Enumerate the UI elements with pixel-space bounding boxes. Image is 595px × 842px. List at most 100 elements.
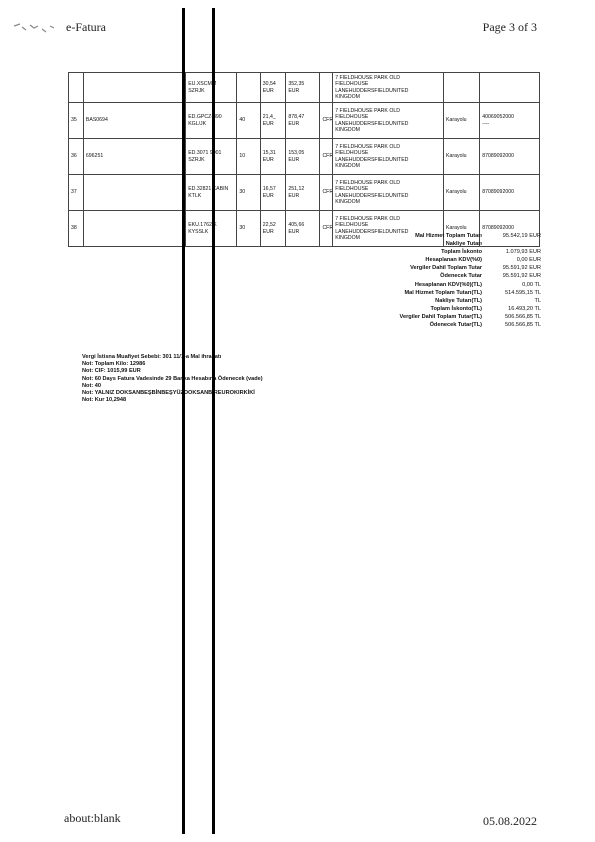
note-line: Not: Toplam Kilo: 12986	[82, 361, 146, 368]
cell-delivery-term: CFR	[319, 102, 334, 139]
total-row: Nakliye Tutarı	[400, 240, 541, 248]
document-title: e-Fatura	[66, 20, 106, 34]
cell-delivery-term: CFR	[319, 210, 334, 247]
total-label: Toplam İskonto	[441, 249, 482, 256]
total-row: Toplam İskonto(TL) 16.493,20 TL	[400, 305, 541, 313]
scan-bar-right	[212, 8, 215, 834]
cell-line-no: 35	[68, 102, 84, 139]
total-row: Mal Hizmet Toplam Tutarı(TL)514.595,15 T…	[400, 289, 541, 297]
cell-product-name: EU.XSCMM SZRJK	[185, 72, 238, 103]
cell-transport-mode: Karayolu	[443, 174, 481, 211]
cell-quantity: 10	[236, 138, 261, 175]
cell-quantity: 40	[236, 102, 261, 139]
notes-block: Vergi İstisna Muafiyet Sebebi: 301 11/1-…	[82, 354, 263, 404]
cell-line-amount: 878,47 EUR	[285, 102, 321, 139]
scan-bar-left	[182, 8, 185, 834]
page-indicator: Page 3 of 3	[482, 20, 537, 34]
total-row: Vergiler Dahil Toplam Tutar(TL) 506.566,8…	[400, 313, 541, 321]
cell-unit-price: 16,57 EUR	[259, 174, 287, 211]
cell-unit-price: 15,31 EUR	[259, 138, 287, 175]
cell-product-code	[82, 174, 187, 211]
cell-line-amount: 153,05 EUR	[285, 138, 321, 175]
footer-date: 05.08.2022	[483, 814, 537, 828]
cell-product-code	[82, 72, 187, 103]
cell-line-amount: 352,35 EUR	[285, 72, 321, 103]
cell-quantity	[236, 72, 261, 103]
cell-delivery-address: 7 FIELDHOUSE PARK OLD FIELDHOUSE LANEHUD…	[332, 138, 445, 175]
note-line: Not: CIF: 1015,99 EUR	[82, 368, 141, 375]
cell-delivery-term: CFR	[319, 174, 334, 211]
cell-transport-mode: Karayolu	[443, 102, 481, 139]
total-value: 95.591,92 EUR	[502, 273, 541, 280]
total-label: Nakliye Tutarı(TL)	[435, 297, 482, 304]
note-line: Not: YALNIZ DOKSANBEŞBİNBEŞYÜZDOKSANBİRE…	[82, 390, 255, 397]
cell-delivery-address: 7 FIELDHOUSE PARK OLD FIELDHOUSE LANEHUD…	[332, 210, 445, 247]
totals-block: Mal Hizmet Toplam Tutarı 95.542,19 EUR Nak…	[400, 232, 541, 329]
cell-product-code: BAS0694	[82, 102, 187, 139]
total-label: Vergiler Dahil Toplam Tutar(TL)	[399, 313, 482, 320]
total-label: Ödenecek Tutar(TL)	[429, 322, 482, 329]
total-row: Ödenecek Tutar 95.591,92 EUR	[400, 272, 541, 280]
cell-transport-mode	[443, 72, 481, 103]
cell-delivery-address: 7 FIELDHOUSE PARK OLD FIELDHOUSE LANEHUD…	[332, 174, 445, 211]
cell-line-amount: 405,66 EUR	[285, 210, 321, 247]
total-label: Ödenecek Tutar	[440, 273, 482, 280]
total-row: Toplam İskonto 1.079,93 EUR	[400, 248, 541, 256]
total-value: 0,00 EUR	[516, 257, 541, 264]
total-value: 1.079,93 EUR	[505, 249, 541, 256]
total-value: 95.591,92 EUR	[502, 265, 541, 272]
cell-transport-mode: Karayolu	[443, 138, 481, 175]
cell-line-no: 36	[68, 138, 84, 175]
cell-delivery-term	[319, 72, 334, 103]
cell-product-code: 696251	[82, 138, 187, 175]
cell-gtip-code: 87089092000	[479, 210, 540, 247]
cell-unit-price: 21,4_ EUR	[259, 102, 287, 139]
total-row: Hesaplanan KDV(%0)(TL) 0,00 TL	[400, 281, 541, 289]
cell-product-code	[82, 210, 187, 247]
total-value: 514.595,15 TL	[505, 289, 541, 296]
total-label: Mal Hizmet Toplam Tutarı	[415, 233, 482, 239]
total-value: 16.493,20 TL	[508, 305, 541, 312]
total-row: Hesaplanan KDV(%0) 0,00 EUR	[400, 256, 541, 264]
total-row: Nakliye Tutarı(TL) TL	[400, 297, 541, 305]
cell-delivery-address: 7 FIELDHOUSE PARK OLD FIELDHOUSE LANEHUD…	[332, 102, 445, 139]
cell-gtip-code: 87089092000	[479, 138, 540, 175]
note-line: Not: Kur 10,2948	[82, 397, 127, 404]
total-value	[482, 240, 541, 248]
cell-product-name: ED.3071 9001 SZRJK	[185, 138, 238, 175]
note-line: Vergi İstisna Muafiyet Sebebi: 301 11/1-…	[82, 354, 222, 360]
total-value: 0,00 TL	[522, 281, 541, 288]
cell-quantity: 30	[236, 210, 261, 247]
total-label: Toplam İskonto(TL)	[430, 305, 482, 312]
cell-line-no: 38	[68, 210, 84, 247]
cell-unit-price: 30,54 EUR	[259, 72, 287, 103]
total-label: Nakliye Tutarı	[445, 241, 482, 248]
total-row: Mal Hizmet Toplam Tutarı 95.542,19 EUR	[400, 232, 541, 240]
total-value: TL	[534, 297, 541, 304]
note-line: Not: 40	[82, 382, 101, 389]
total-value: 506.566,85 TL	[505, 322, 541, 329]
total-label: Hesaplanan KDV(%0)	[425, 257, 482, 264]
cell-unit-price: 22,52 EUR	[259, 210, 287, 247]
cell-gtip-code	[479, 72, 540, 103]
total-value: 506.566,85 TL	[505, 313, 541, 320]
cell-line-amount: 251,12 EUR	[285, 174, 321, 211]
cell-gtip-code: 40069052000 ----	[479, 102, 540, 139]
cell-quantity: 30	[236, 174, 261, 211]
company-logo	[13, 23, 55, 33]
total-row: Vergiler Dahil Toplam Tutar 95.591,92 EUR	[400, 264, 541, 272]
cell-line-no: 37	[68, 174, 84, 211]
total-row: Ödenecek Tutar(TL) 506.566,85 TL	[400, 321, 541, 329]
total-value: 95.542,19 EUR	[502, 233, 541, 239]
cell-delivery-address: 7 FIELDHOUSE PARK OLD FIELDHOUSE LANEHUD…	[332, 72, 445, 103]
cell-line-no	[68, 72, 84, 103]
total-label: Vergiler Dahil Toplam Tutar	[410, 265, 482, 272]
total-label: Hesaplanan KDV(%0)(TL)	[414, 281, 482, 288]
cell-delivery-term: CFR	[319, 138, 334, 175]
footer-url: about:blank	[64, 811, 121, 825]
